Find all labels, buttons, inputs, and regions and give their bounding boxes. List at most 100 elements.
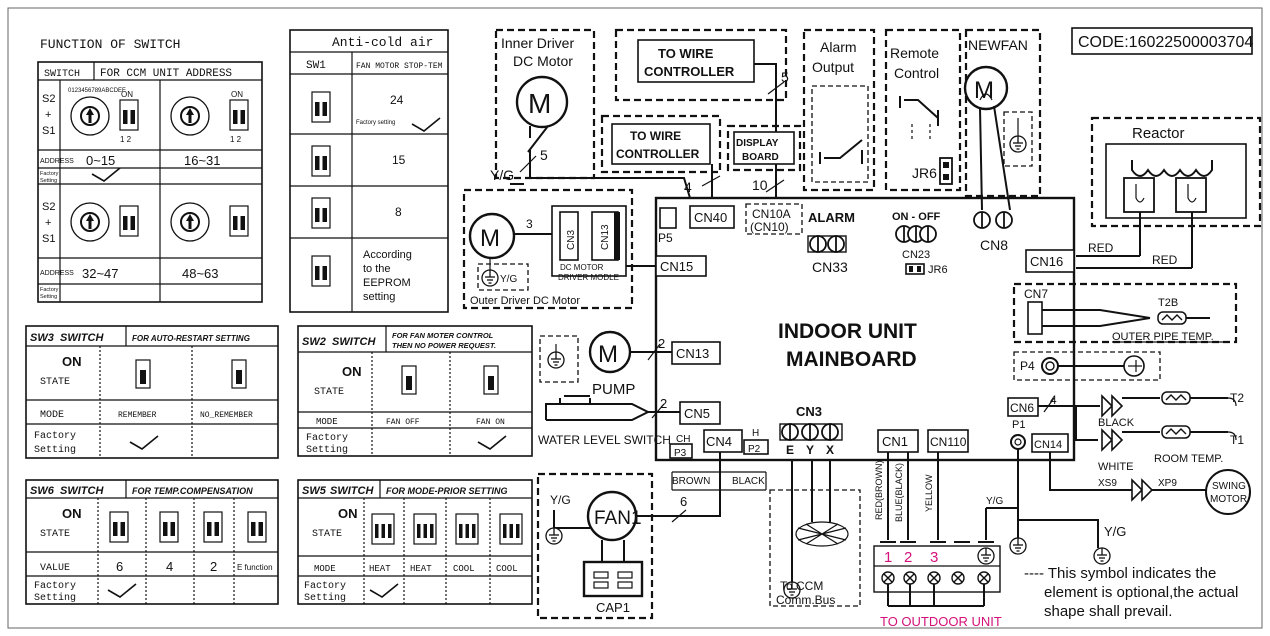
xs9-label: XS9 (1098, 478, 1117, 489)
fan1-wires: 6 (680, 494, 687, 509)
sw5-mode-cool-1: COOL (453, 564, 475, 574)
factory-label-4: Setting (40, 294, 57, 300)
range-0-15: 0~15 (86, 153, 115, 168)
fan1: Y/G FAN1 6 CAP1 (536, 472, 687, 620)
anticold-24: 24 (390, 93, 404, 107)
cn10a-label: CN10A (752, 207, 791, 221)
ch-label: CH (676, 434, 690, 445)
cn1-terminal-block: CN1 CN110 RED(BROWN) BLUE(BLACK) YELLOW … (873, 429, 1027, 629)
anticold-col1: SW1 (306, 60, 326, 72)
inner-motor-yg: Y/G (490, 167, 514, 183)
inner-motor-m: M (528, 88, 551, 119)
wire-ctrl-top-2: CONTROLLER (644, 64, 735, 79)
alarm-out-1: Alarm (820, 39, 857, 55)
terminal-3: 3 (930, 549, 938, 566)
p4-label: P4 (1020, 359, 1035, 373)
sw2-state: STATE (314, 387, 344, 398)
inner-motor-wires: 5 (540, 147, 548, 163)
sw6-factory-2: Setting (34, 592, 76, 604)
sw6-factory-1: Factory (34, 581, 76, 592)
anticold-15: 15 (392, 153, 406, 167)
cn7-label: CN7 (1024, 287, 1048, 301)
sw6-state: STATE (40, 529, 70, 540)
cn10a-connector: CN10A (CN10) (745, 203, 803, 235)
cn13-label: CN13 (676, 346, 709, 361)
inner-motor-title-2: DC Motor (513, 53, 573, 69)
p4-connector: P4 (1013, 351, 1161, 381)
display-board: DISPLAY BOARD 10 (726, 124, 802, 198)
p1-label: P1 (1012, 419, 1025, 431)
sw5-title: FOR MODE-PRIOR SETTING (386, 486, 508, 496)
cn33-label: CN33 (812, 259, 848, 275)
outer-motor-three: 3 (526, 217, 533, 231)
cn7-outer-pipe: CN7 T2B OUTER PIPE TEMP. (1012, 282, 1238, 344)
reactor-red-1: RED (1088, 241, 1114, 255)
eeprom-1: According (363, 249, 412, 261)
code-label: CODE:16022500003704 (1078, 34, 1253, 51)
sw6-table: SW6 SWITCH FOR TEMP.COMPENSATION ON STAT… (25, 479, 279, 605)
cn23-onoff: ON - OFF CN23 JR6 (892, 211, 948, 276)
sw2-on: ON (342, 364, 362, 379)
cn33-alarm: ALARM CN33 (807, 210, 855, 275)
to-outdoor-label: TO OUTDOOR UNIT (880, 614, 1002, 629)
sw3-title: FOR AUTO-RESTART SETTING (132, 334, 250, 343)
p2-label: P2 (748, 444, 761, 455)
cn14-label: CN14 (1034, 439, 1062, 451)
cn40-connector: CN40 (689, 205, 735, 229)
cn23-label: CN23 (902, 249, 930, 261)
alarm-output: Alarm Output (802, 28, 876, 192)
ccm-nums: 1 2 (120, 135, 132, 144)
reactor-red-2: RED (1152, 253, 1178, 267)
cn6-four: 4 (1050, 393, 1057, 407)
outer-motor-yg: Y/G (500, 274, 517, 285)
sw6-value-6: 6 (116, 559, 123, 574)
ccm-on-2: ON (231, 90, 243, 99)
xp9-label: XP9 (1158, 478, 1177, 489)
sw5-table: SW5 SWITCH FOR MODE-PRIOR SETTING ON STA… (297, 479, 533, 605)
sw2-mode-fan-off: FAN OFF (386, 418, 420, 427)
outer-motor-title: Outer Driver DC Motor (470, 295, 580, 307)
sw6-title: FOR TEMP.COMPENSATION (132, 486, 253, 496)
anticold-8: 8 (395, 205, 402, 219)
ccm-on: ON (121, 90, 133, 99)
note-line-2: element is optional,the actual (1044, 584, 1238, 601)
remote-jr6: JR6 (912, 165, 937, 181)
anticold-col2: FAN MOTOR STOP-TEM (356, 62, 443, 71)
dial-1: 0123456789ABCDEF (68, 88, 126, 136)
onoff-label: ON - OFF (892, 211, 941, 223)
sw3-mode: MODE (40, 410, 64, 421)
cn3b-label: CN3 (796, 404, 822, 419)
cn1-label: CN1 (882, 434, 908, 449)
room-temp-label: ROOM TEMP. (1154, 453, 1223, 465)
sw5-mode-cool-2: COOL (496, 564, 518, 574)
note-line-1: ---- This symbol indicates the (1024, 565, 1216, 582)
sw5-switch: SWITCH (330, 485, 374, 497)
reactor-title: Reactor (1132, 125, 1185, 142)
sw6-value: VALUE (40, 563, 70, 574)
swing-1: SWING (1212, 481, 1246, 492)
sw2-title-2: THEN NO POWER REQUEST. (392, 341, 496, 350)
water-level-switch: WATER LEVEL SWITCH 2 (538, 395, 680, 447)
wire-controller: TO WIRE CONTROLLER 4 (600, 114, 722, 198)
sw2-factory-1: Factory (306, 433, 348, 444)
x-label: X (826, 443, 834, 457)
yellow-label: YELLOW (924, 474, 934, 512)
sw6-value-4: 4 (166, 559, 173, 574)
t2b-label: T2B (1158, 297, 1178, 309)
sw3-state: STATE (40, 377, 70, 388)
eeprom-3: EEPROM (363, 277, 411, 289)
p1-cn14-swing: P1 Y/G CN14 XS9 XP9 SWING MOTOR (1010, 419, 1251, 565)
pump: M PUMP 2 (539, 330, 672, 398)
terminal-2: 2 (904, 549, 912, 566)
ccm-col-desc: FOR CCM UNIT ADDRESS (100, 68, 232, 80)
white-label: WHITE (1098, 461, 1133, 473)
wire-controller-top: TO WIRE CONTROLLER 5 (614, 28, 789, 136)
mainboard-outline (654, 196, 1076, 462)
sw6-on: ON (62, 506, 82, 521)
s2-label: S2 (42, 93, 55, 105)
sw2-table: SW2 SWITCH FOR FAN MOTER CONTROL THEN NO… (297, 325, 533, 457)
black-label-cn4: BLACK (732, 476, 765, 487)
cn8-connector: CN8 (973, 211, 1013, 253)
sw6-value-e: E function (237, 563, 273, 572)
sw3-on: ON (62, 354, 82, 369)
